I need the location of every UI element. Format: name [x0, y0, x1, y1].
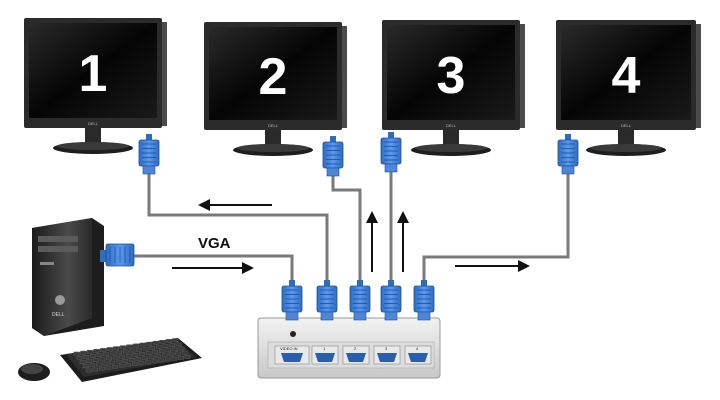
- splitter-output-label: 4: [416, 346, 419, 351]
- vga-connector-monitor-3: [380, 132, 402, 173]
- vga-port-icon: [281, 353, 303, 362]
- arrow-up-icon: [397, 211, 409, 272]
- monitor-brand-logo: DELL: [621, 123, 632, 128]
- cables: [134, 165, 570, 290]
- splitter-output-label: 2: [354, 346, 357, 351]
- monitor-number: 1: [79, 45, 108, 103]
- vga-port-icon: [315, 353, 335, 362]
- arrow-right-icon: [455, 260, 530, 272]
- monitor-brand-logo: DELL: [88, 121, 99, 126]
- vga-connector-input: [281, 280, 303, 321]
- vga-port-icon: [377, 353, 397, 362]
- splitter-output-label: 1: [323, 346, 326, 351]
- vga-connector-output-1: [316, 280, 338, 321]
- vga-port-icon: [346, 353, 366, 362]
- power-jack-icon: [290, 331, 296, 337]
- vga-connector-computer: [100, 243, 135, 267]
- vga-port-icon: [408, 353, 428, 362]
- splitter-input-label: VIDEO IN: [280, 346, 298, 351]
- vga-connector-monitor-1: [138, 134, 160, 175]
- vga-connector-output-2: [349, 280, 371, 321]
- monitor-brand-logo: DELL: [446, 123, 457, 128]
- splitter-output-3: 3: [373, 345, 401, 365]
- mouse: [18, 363, 50, 381]
- splitter-output-label: 3: [385, 346, 388, 351]
- arrow-left-icon: [198, 199, 272, 211]
- vga-connector-output-3: [380, 280, 402, 321]
- arrows: [172, 199, 530, 274]
- arrow-right-icon: [172, 262, 254, 274]
- splitter-output-1: 1: [311, 345, 339, 365]
- cable-monitor-2: [331, 170, 362, 290]
- vga-connector-monitor-4: [557, 134, 579, 175]
- vga-connector-output-4: [413, 280, 435, 321]
- cable-input: [134, 254, 294, 290]
- monitor-number: 4: [612, 47, 641, 105]
- splitter-output-2: 2: [342, 345, 370, 365]
- cable-monitor-4: [422, 170, 570, 290]
- splitter-output-4: 4: [404, 345, 432, 365]
- keyboard: [60, 338, 202, 382]
- monitor-number: 2: [259, 48, 288, 106]
- vga-connector-monitor-2: [322, 136, 344, 177]
- computer-brand: DELL: [52, 312, 65, 318]
- arrow-up-icon: [366, 211, 378, 272]
- monitor-brand-logo: DELL: [268, 123, 279, 128]
- cable-monitor-1: [147, 170, 329, 290]
- power-button-icon: [55, 295, 65, 305]
- computer-tower: DELL: [32, 218, 104, 336]
- monitor-number: 3: [437, 47, 466, 105]
- vga-label: VGA: [198, 235, 231, 252]
- vga-splitter: VIDEO IN 1 2 3 4: [257, 317, 441, 379]
